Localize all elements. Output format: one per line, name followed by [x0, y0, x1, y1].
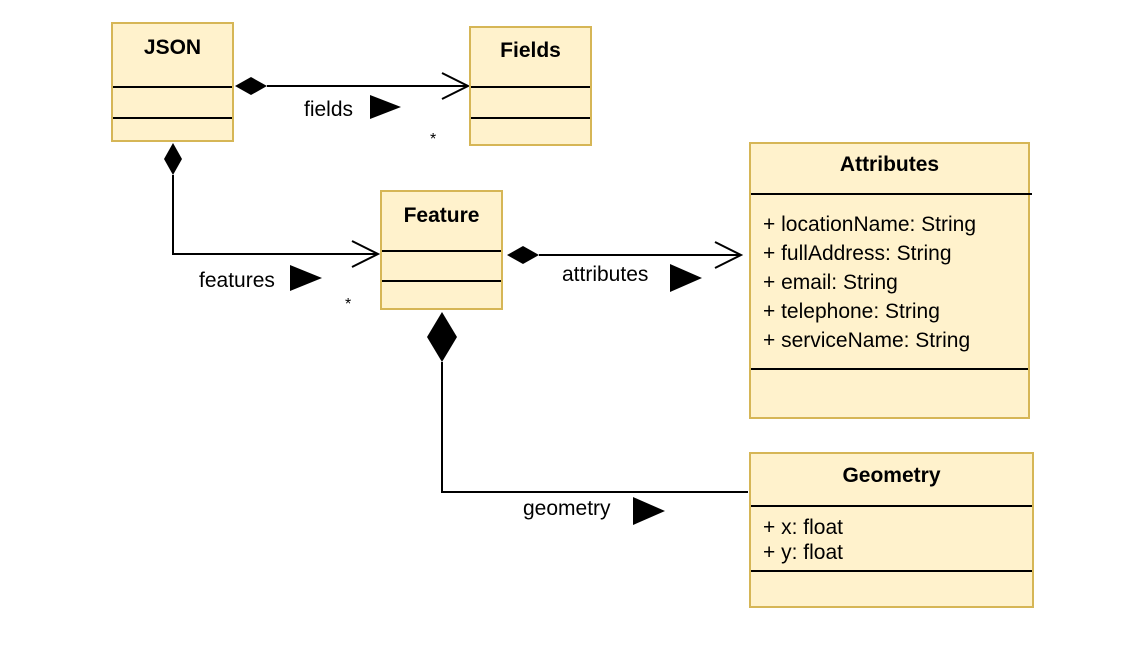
- class-geometry-attributes-divider: [751, 505, 1032, 507]
- attribute-email: + email: String: [763, 271, 898, 294]
- class-json-methods-divider: [113, 117, 232, 119]
- attribute-x: + x: float: [763, 516, 843, 539]
- class-fields-attributes-divider: [471, 86, 590, 88]
- fields-direction-triangle: [370, 95, 401, 119]
- class-fields-methods-divider: [471, 117, 590, 119]
- attributes-composition-diamond: [507, 246, 539, 264]
- class-geometry-name: Geometry: [842, 464, 941, 487]
- class-geometry-methods-divider: [751, 570, 1032, 572]
- class-attributes-attribute-list: + locationName: String + fullAddress: St…: [763, 210, 1024, 355]
- geometry-association-line: [441, 362, 748, 493]
- attributes-association-label: attributes: [562, 263, 649, 286]
- class-fields[interactable]: Fields: [469, 26, 592, 146]
- class-attributes-methods-divider: [751, 368, 1028, 370]
- features-association-line: [172, 175, 378, 255]
- features-open-arrowhead: [351, 240, 381, 268]
- features-composition-diamond: [164, 143, 182, 175]
- class-geometry-attribute-list: + x: float + y: float: [763, 515, 1028, 565]
- attribute-location-name: + locationName: String: [763, 213, 977, 236]
- features-association-label: features: [199, 269, 275, 292]
- attributes-open-arrowhead: [714, 241, 744, 269]
- class-feature-methods-divider: [382, 280, 501, 282]
- attribute-y: + y: float: [763, 541, 843, 564]
- class-feature[interactable]: Feature: [380, 190, 503, 310]
- fields-open-arrowhead: [441, 72, 471, 100]
- attribute-full-address: + fullAddress: String: [763, 242, 952, 265]
- class-feature-attributes-divider: [382, 250, 501, 252]
- class-json-name: JSON: [143, 36, 202, 59]
- class-attributes[interactable]: Attributes + locationName: String + full…: [749, 142, 1032, 419]
- features-multiplicity: *: [345, 296, 352, 313]
- geometry-association-label: geometry: [523, 497, 611, 520]
- attributes-direction-triangle: [670, 264, 702, 292]
- class-attributes-attributes-divider: [751, 193, 1032, 195]
- attribute-service-name: + serviceName: String: [763, 329, 971, 352]
- class-json-attributes-divider: [113, 86, 232, 88]
- features-direction-triangle: [290, 265, 322, 291]
- attribute-telephone: + telephone: String: [763, 300, 940, 323]
- fields-association-label: fields: [304, 98, 354, 121]
- geometry-direction-triangle: [633, 497, 665, 525]
- class-json[interactable]: JSON: [111, 22, 234, 142]
- geometry-composition-diamond: [427, 312, 457, 362]
- class-geometry[interactable]: Geometry + x: float + y: float: [749, 452, 1034, 608]
- class-feature-name: Feature: [403, 204, 480, 227]
- class-fields-name: Fields: [500, 39, 561, 62]
- fields-composition-diamond: [235, 77, 267, 95]
- fields-multiplicity: *: [430, 131, 437, 148]
- class-attributes-name: Attributes: [839, 153, 940, 176]
